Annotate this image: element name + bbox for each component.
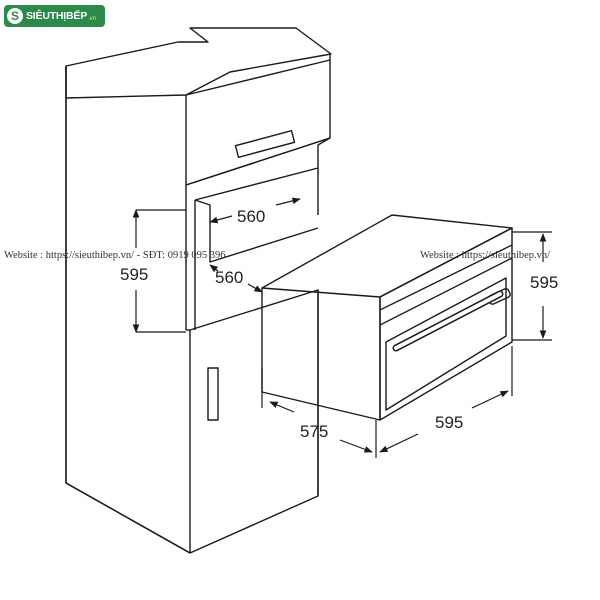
watermark-left: Website : https://sieuthibep.vn/ - SĐT: … (4, 250, 225, 261)
upper-cupboard (185, 59, 331, 186)
niche-frame (185, 137, 331, 330)
oven-height-label: 595 (530, 273, 558, 292)
oven-side (261, 288, 381, 421)
cabinet-side-panel (65, 98, 191, 554)
oven-dimension-lines (261, 231, 552, 458)
niche-width-label: 560 (237, 207, 265, 226)
oven-unit (261, 214, 513, 421)
niche-height-label: 595 (120, 265, 148, 284)
oven-control-panel (379, 244, 513, 326)
cabinet-tower (65, 27, 332, 554)
cabinet-top-panel (65, 27, 332, 99)
brand-logo-icon: S (7, 8, 23, 24)
oven-door-window (385, 277, 507, 411)
lower-door-handle (207, 367, 219, 421)
oven-front (379, 227, 513, 421)
oven-width-label: 595 (435, 413, 463, 432)
oven-depth-label: 575 (300, 422, 328, 441)
niche-depth-label: 560 (215, 268, 243, 287)
brand-logo-text: SIÊUTHỊBẾP (26, 10, 88, 22)
upper-cupboard-handle (234, 129, 296, 159)
brand-logo-suffix: .vn (88, 16, 97, 22)
brand-logo[interactable]: S SIÊUTHỊBẾP .vn (4, 5, 105, 27)
niche-dimension-lines (132, 197, 301, 333)
watermark-right: Website : https://sieuthibep.vn/ (420, 250, 550, 261)
lower-cabinet-door (189, 289, 319, 554)
